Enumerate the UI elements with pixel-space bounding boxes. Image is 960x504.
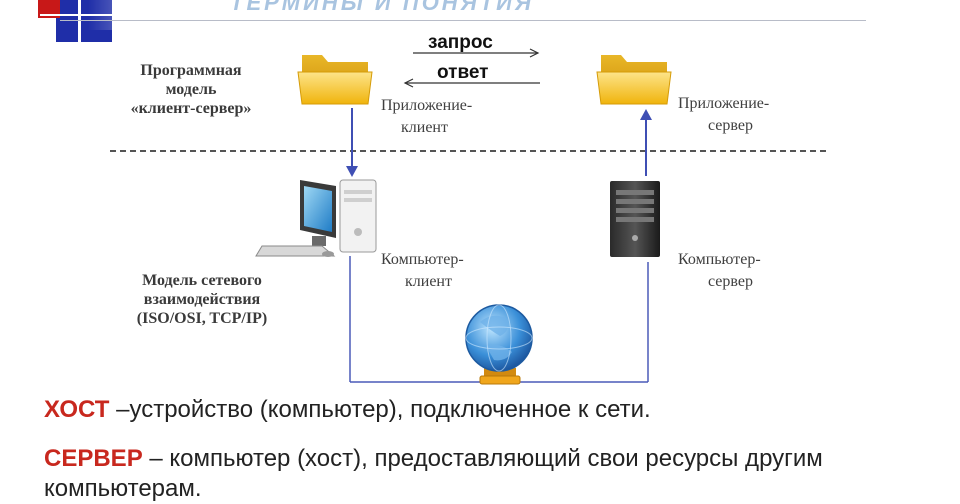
server-app-folder-icon (596, 55, 672, 105)
client-computer-caption-line: клиент (405, 273, 452, 290)
server-term: СЕРВЕР (44, 445, 143, 472)
client-app-caption-line: клиент (401, 119, 448, 136)
response-label: ответ (437, 62, 489, 83)
client-app-caption-line: Приложение- (381, 97, 473, 114)
server-computer-icon (610, 181, 660, 257)
server-definition-text-cont: компьютерам. (44, 475, 202, 502)
server-app-caption-line: Приложение- (678, 95, 770, 112)
host-definition: ХОСТ –устройство (компьютер), подключенн… (44, 395, 944, 425)
software-model-label-line: «клиент-сервер» (130, 100, 252, 117)
client-computer-caption-line: Компьютер- (381, 251, 464, 268)
network-globe-icon (465, 304, 533, 385)
server-app-caption: Приложение- сервер (678, 93, 769, 137)
client-computer-icon (255, 179, 377, 257)
server-computer-caption-line: сервер (708, 273, 753, 290)
client-app-folder-icon (297, 55, 373, 105)
software-model-label-line: модель (165, 81, 217, 98)
software-model-label: Программная модель «клиент-сервер» (118, 61, 264, 118)
software-model-label-line: Программная (140, 62, 242, 79)
request-label: запрос (428, 32, 493, 53)
server-up-arrow (640, 109, 652, 176)
network-model-label: Модель сетевого взаимодействия (ISO/OSI,… (110, 271, 294, 328)
server-definition: СЕРВЕР – компьютер (хост), предоставляющ… (44, 444, 944, 504)
server-app-caption-line: сервер (708, 117, 753, 134)
server-computer-caption-line: Компьютер- (678, 251, 761, 268)
response-arrow (403, 78, 540, 88)
network-model-label-line: Модель сетевого (142, 272, 262, 289)
host-term: ХОСТ (44, 396, 110, 423)
network-model-label-line: (ISO/OSI, TCP/IP) (136, 310, 268, 327)
client-app-caption: Приложение- клиент (381, 95, 472, 139)
network-model-label-line: взаимодействия (143, 291, 261, 308)
client-down-arrow (346, 108, 358, 177)
header-rule (60, 20, 866, 21)
corner-decoration-hline (40, 14, 190, 16)
layer-separator (110, 150, 826, 152)
page-title: ТЕРМИНЫ И ПОНЯТИЯ (230, 0, 535, 15)
corner-decoration-vline (78, 0, 81, 48)
server-definition-text: – компьютер (хост), предоставляющий свои… (142, 445, 823, 472)
client-computer-caption: Компьютер- клиент (381, 249, 464, 293)
request-arrow (413, 48, 540, 58)
server-computer-caption: Компьютер- сервер (678, 249, 761, 293)
host-definition-text: –устройство (компьютер), подключенное к … (109, 396, 651, 423)
